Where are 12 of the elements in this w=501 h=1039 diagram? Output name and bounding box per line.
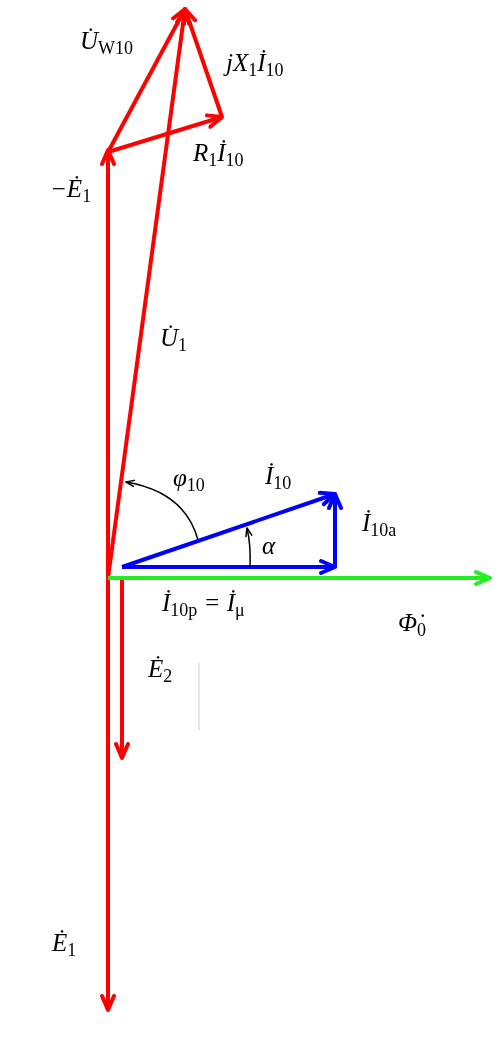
phasor-label: −Ė$_{1}$ xyxy=(50,176,92,206)
phasor-label: İ$_{10a}$ xyxy=(362,510,397,540)
phasor-label: R$_{1}$İ$_{10}$ xyxy=(193,140,244,170)
phasor-label: U̇$_{1}$ xyxy=(160,325,188,355)
phasor-label: İ$_{10p}$ = İ$_{μ}$ xyxy=(162,590,245,620)
phasor-label: α xyxy=(262,533,276,558)
phasor-label: U̇$_{W10}$ xyxy=(80,28,134,58)
phasor-label: Φ̇$_{0}$ xyxy=(398,610,427,640)
phasor-label: İ$_{10}$ xyxy=(265,463,292,493)
phasor-label: Ė$_{1}$ xyxy=(52,930,77,960)
phasor-label: φ$_{10}$ xyxy=(173,465,205,495)
phasor-label: Ė$_{2}$ xyxy=(148,656,173,686)
